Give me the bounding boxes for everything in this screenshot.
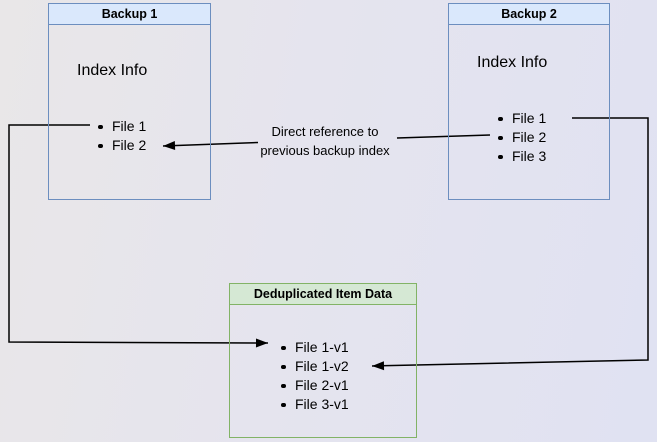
- backup2-header: Backup 2: [449, 4, 609, 25]
- direct-reference-label-line2: previous backup index: [260, 143, 390, 158]
- list-item: File 3: [496, 147, 546, 166]
- list-item: File 1-v1: [279, 338, 349, 357]
- list-item: File 3-v1: [279, 395, 349, 414]
- list-item: File 2-v1: [279, 376, 349, 395]
- dedup-header: Deduplicated Item Data: [230, 284, 416, 305]
- backup1-file-list: File 1 File 2: [96, 117, 146, 155]
- backup1-box: Backup 1 Index Info File 1 File 2: [48, 3, 211, 200]
- backup2-box: Backup 2 Index Info File 1 File 2 File 3: [448, 3, 610, 200]
- list-item: File 2: [96, 136, 146, 155]
- backup1-header: Backup 1: [49, 4, 210, 25]
- backup2-subtitle: Index Info: [477, 54, 548, 71]
- list-item: File 1: [96, 117, 146, 136]
- dedup-file-list: File 1-v1 File 1-v2 File 2-v1 File 3-v1: [279, 338, 349, 414]
- list-item: File 1: [496, 109, 546, 128]
- direct-reference-label: Direct reference to previous backup inde…: [235, 122, 415, 160]
- backup1-subtitle: Index Info: [77, 62, 148, 79]
- list-item: File 1-v2: [279, 357, 349, 376]
- list-item: File 2: [496, 128, 546, 147]
- direct-reference-label-line1: Direct reference to: [271, 124, 379, 139]
- deduplicated-item-data-box: Deduplicated Item Data File 1-v1 File 1-…: [229, 283, 417, 438]
- backup2-file-list: File 1 File 2 File 3: [496, 109, 546, 166]
